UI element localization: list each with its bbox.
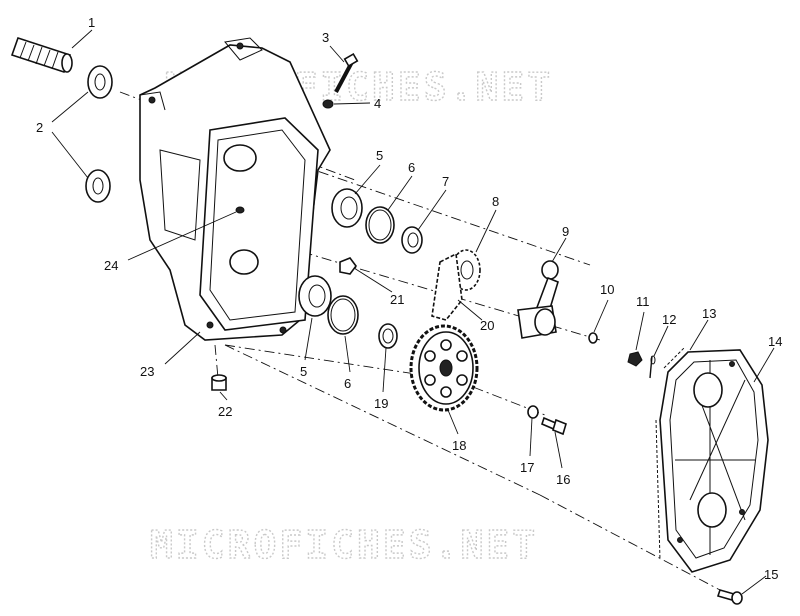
callout-13: 13 — [702, 306, 716, 321]
callout-6-lower: 6 — [344, 376, 351, 391]
callout-2: 2 — [36, 120, 43, 135]
hex-nut — [339, 257, 357, 275]
callout-6-upper: 6 — [408, 160, 415, 175]
driven-sprocket — [409, 324, 479, 412]
callout-15: 15 — [764, 567, 778, 582]
drain-plug — [211, 374, 227, 391]
thrust-washer — [378, 323, 398, 349]
oil-seal-upper — [87, 65, 113, 99]
callout-12: 12 — [662, 312, 676, 327]
adjuster-bolt — [334, 52, 359, 93]
adjuster-nut — [322, 99, 334, 109]
callout-11: 11 — [636, 294, 650, 309]
callout-19: 19 — [374, 396, 388, 411]
watermark-bottom: MICROFICHES.NET — [150, 523, 538, 567]
spacer-washer — [401, 226, 423, 254]
leader-lines — [51, 29, 775, 595]
callout-24: 24 — [104, 258, 118, 273]
dipstick — [649, 355, 656, 379]
chain-tensioner — [517, 260, 559, 339]
callout-7: 7 — [442, 174, 449, 189]
flat-washer — [588, 332, 598, 344]
cover-gasket — [655, 347, 685, 561]
callout-10: 10 — [600, 282, 614, 297]
callout-1: 1 — [88, 15, 95, 30]
bearing-upper — [331, 188, 363, 228]
drive-chain — [431, 252, 463, 321]
callout-21: 21 — [390, 292, 404, 307]
drive-shaft — [10, 36, 73, 74]
bearing-lower — [298, 275, 332, 317]
o-ring-upper — [365, 206, 395, 244]
callout-20: 20 — [480, 318, 494, 333]
callout-9: 9 — [562, 224, 569, 239]
dowel-pin — [235, 206, 245, 214]
callout-23: 23 — [140, 364, 154, 379]
callout-5-upper: 5 — [376, 148, 383, 163]
callout-8: 8 — [492, 194, 499, 209]
oil-seal-lower — [85, 169, 111, 203]
callout-17: 17 — [520, 460, 534, 475]
callout-14: 14 — [768, 334, 782, 349]
bolt-washer — [527, 405, 539, 419]
callout-22: 22 — [218, 404, 232, 419]
callout-5-lower: 5 — [300, 364, 307, 379]
callout-4: 4 — [374, 96, 381, 111]
sprocket-bolt — [541, 416, 567, 436]
lock-nut — [627, 351, 643, 367]
chaincase-cover — [659, 349, 769, 573]
cover-screw — [716, 589, 743, 605]
callout-18: 18 — [452, 438, 466, 453]
callout-16: 16 — [556, 472, 570, 487]
o-ring-lower — [327, 295, 359, 335]
callout-3: 3 — [322, 30, 329, 45]
callout-labels: 1 2 3 4 5 6 7 8 9 10 11 12 13 14 15 16 1… — [36, 15, 782, 582]
chaincase-housing — [139, 37, 331, 341]
